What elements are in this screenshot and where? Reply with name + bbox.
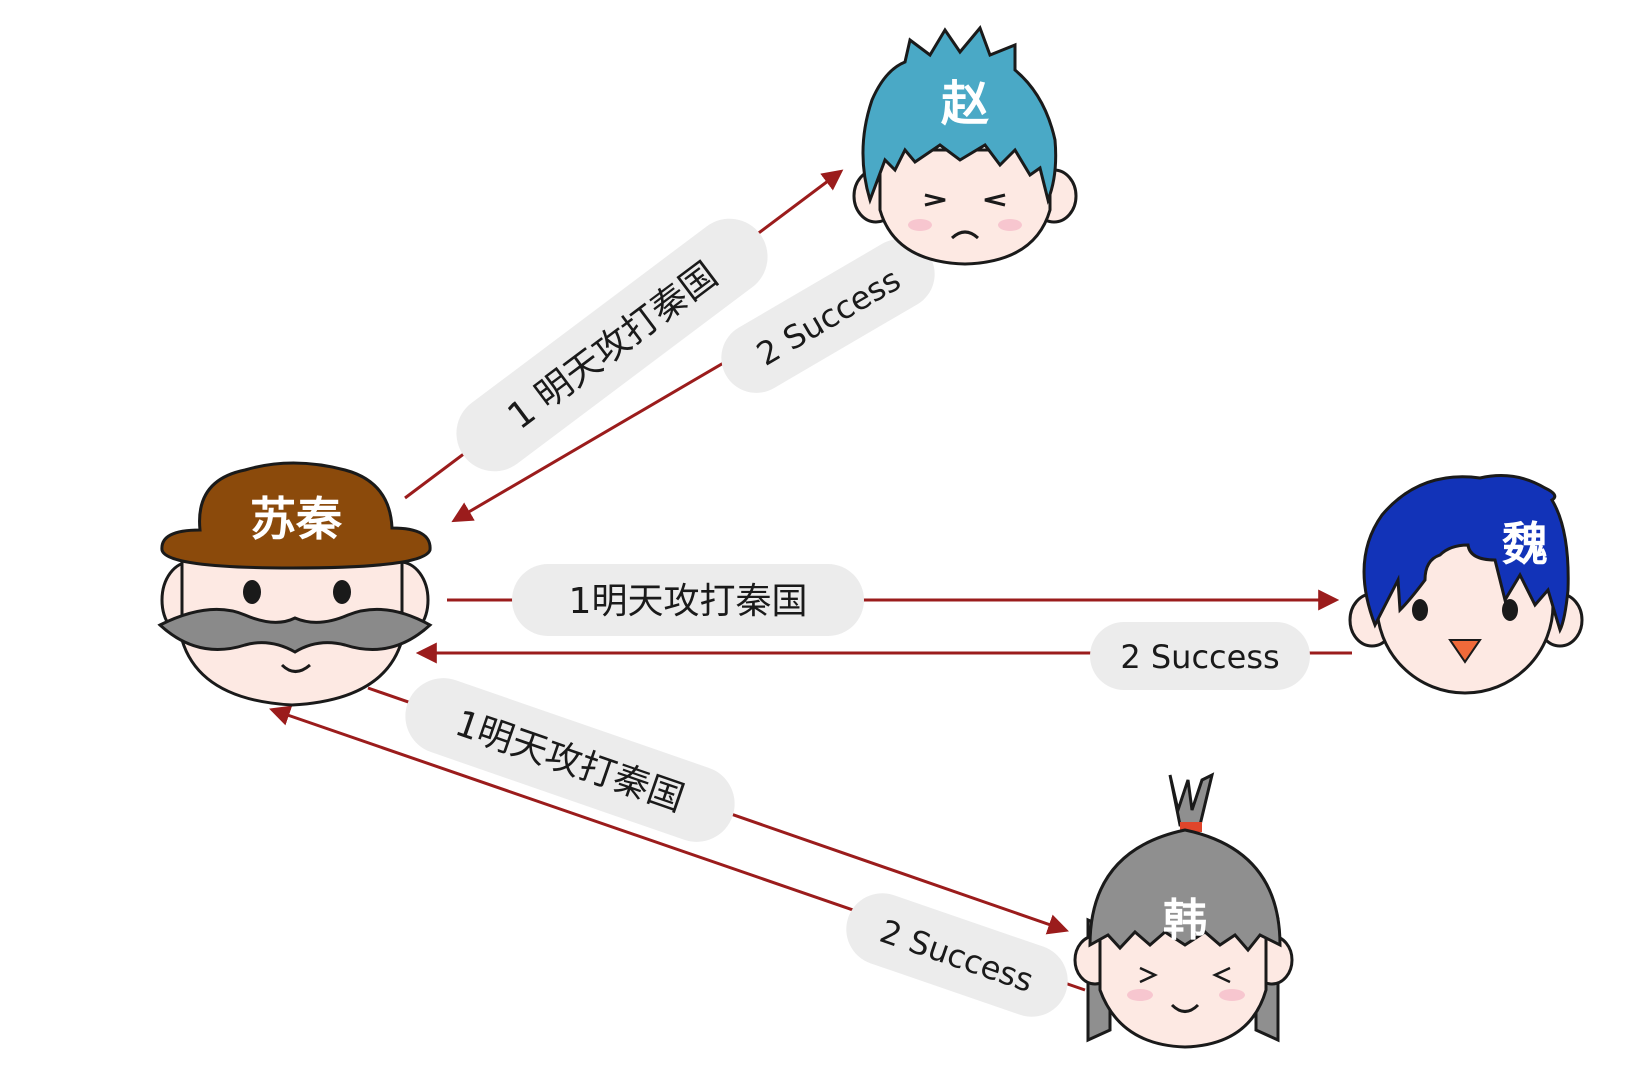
suqin-mustache <box>157 607 433 654</box>
character-zhao: 赵 <box>852 25 1078 266</box>
suqin-hat <box>160 461 432 570</box>
character-wei: 魏 <box>1348 474 1584 695</box>
zhao-mouth <box>950 230 980 240</box>
han-topknot <box>1168 772 1215 827</box>
label-wei-reply: 2 Success <box>1120 638 1279 676</box>
pill-han-reply: 2 Success <box>846 893 1068 1017</box>
wei-eye-left <box>1412 599 1428 621</box>
zhao-cheek-left <box>908 219 932 231</box>
han-hair-tie <box>1180 822 1202 832</box>
han-name: 韩 <box>1163 895 1207 946</box>
wei-mouth <box>1448 639 1482 664</box>
zhao-eye-left <box>924 193 946 207</box>
character-han: 韩 <box>1073 772 1294 1049</box>
zhao-name: 赵 <box>941 76 989 132</box>
han-face <box>1098 928 1268 1049</box>
han-cheek-right <box>1219 989 1245 1001</box>
han-cheek-left <box>1127 989 1153 1001</box>
suqin-mouth <box>280 663 311 673</box>
wei-eye-right <box>1502 599 1518 621</box>
label-zhao-request: 1 明天攻打秦国 <box>500 255 725 438</box>
zhao-eye-right <box>984 193 1006 207</box>
zhao-hair <box>861 25 1058 205</box>
suqin-name: 苏秦 <box>250 492 342 546</box>
suqin-eye-left <box>243 580 261 604</box>
pill-han-request: 1明天攻打秦国 <box>405 678 735 842</box>
wei-hair <box>1362 474 1570 635</box>
label-wei-request: 1明天攻打秦国 <box>569 581 808 622</box>
character-suqin: 苏秦 <box>157 461 433 707</box>
zhao-face <box>878 148 1052 266</box>
han-hair-top <box>1088 828 1282 953</box>
han-eye-right <box>1212 966 1231 984</box>
han-eye-left <box>1139 966 1158 984</box>
wei-name: 魏 <box>1502 517 1548 571</box>
pill-wei-request: 1明天攻打秦国 <box>512 564 864 636</box>
suqin-eye-right <box>333 580 351 604</box>
han-mouth <box>1170 1003 1200 1013</box>
zhao-cheek-right <box>998 219 1022 231</box>
pill-wei-reply: 2 Success <box>1090 622 1310 690</box>
